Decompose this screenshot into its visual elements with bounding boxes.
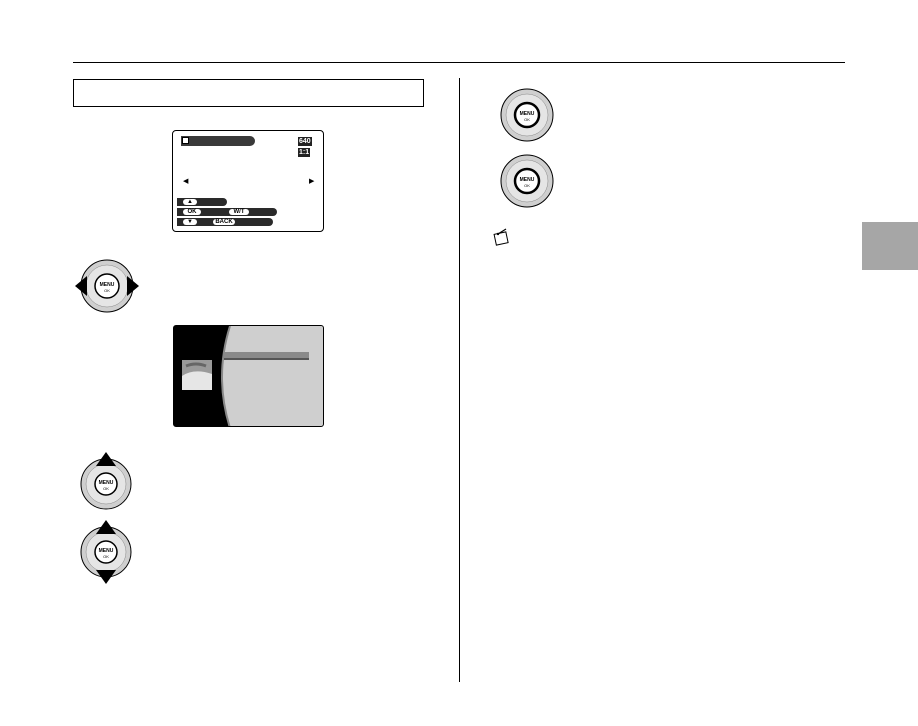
column-divider: [459, 78, 460, 682]
up-arrow-icon: ▲: [183, 199, 197, 205]
dial-up-down: MENU OK: [80, 520, 132, 584]
ok-pill: OK: [183, 209, 201, 215]
svg-text:MENU: MENU: [99, 480, 114, 486]
dial-up: MENU OK: [80, 452, 132, 510]
lcd-menu-screen: 640 1:1 ◀ ▶ ▲ OK W/T ▼ BACK: [172, 130, 324, 232]
right-arrow-icon: ▶: [309, 178, 315, 185]
frame-badge: 1:1: [298, 148, 311, 157]
playback-screen-graphic: [182, 326, 323, 426]
dial-left-right: MENU OK: [75, 259, 139, 313]
top-rule: [73, 62, 845, 63]
svg-text:OK: OK: [524, 117, 530, 122]
quality-badge: 640: [298, 137, 312, 146]
dial-right-2: MENU OK: [500, 154, 554, 208]
svg-text:OK: OK: [104, 288, 110, 293]
section-title-box: [73, 79, 424, 107]
chapter-tab: [862, 222, 918, 270]
memo-icon: [493, 228, 509, 246]
dial-right-1: MENU OK: [500, 88, 554, 142]
menu-mode-icon: [182, 137, 189, 144]
wt-pill: W/T: [229, 209, 249, 215]
down-arrow-icon: ▼: [183, 219, 197, 225]
svg-text:MENU: MENU: [520, 111, 535, 117]
svg-text:OK: OK: [103, 486, 109, 491]
left-arrow-icon: ◀: [183, 178, 189, 185]
menu-title-bar: [181, 136, 255, 146]
ok-row: OK W/T: [177, 208, 277, 216]
up-row: ▲: [177, 198, 227, 206]
svg-text:OK: OK: [103, 554, 109, 559]
svg-text:MENU: MENU: [99, 548, 114, 554]
svg-text:MENU: MENU: [100, 282, 115, 288]
back-pill: BACK: [213, 219, 235, 225]
playback-screen: [173, 325, 324, 427]
svg-text:MENU: MENU: [520, 177, 535, 183]
down-row: ▼ BACK: [177, 218, 273, 226]
svg-text:OK: OK: [524, 183, 530, 188]
